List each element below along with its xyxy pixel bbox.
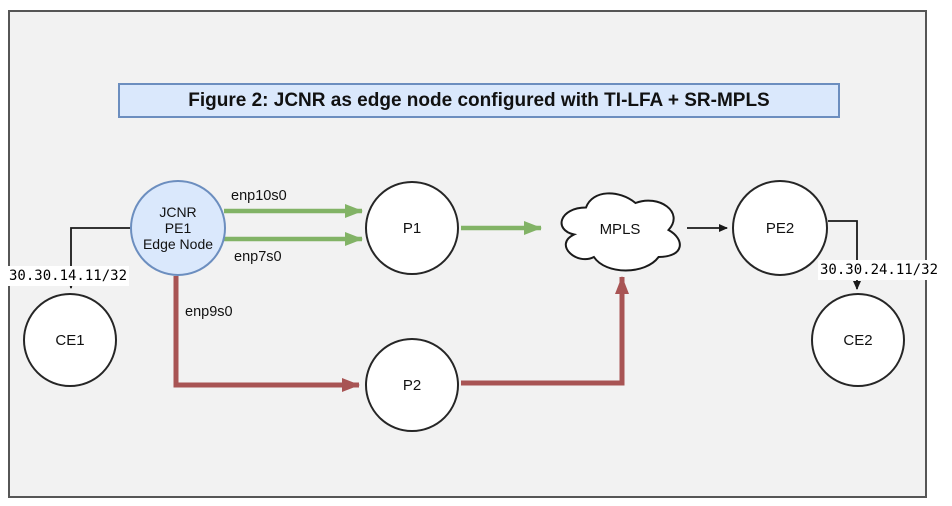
node-mpls-label: MPLS	[599, 221, 641, 238]
label-ce1-ip: 30.30.14.11/32	[7, 266, 130, 286]
label-enp7s0: enp7s0	[234, 249, 282, 265]
link-p2-mpls	[461, 276, 629, 386]
node-jcnr-line3: Edge Node	[142, 236, 214, 252]
mpls-cloud-shape	[560, 192, 681, 272]
label-enp10s0: enp10s0	[231, 188, 287, 204]
node-ce2: CE2	[811, 293, 905, 387]
node-jcnr-line1: JCNR	[159, 204, 197, 220]
node-ce1-label: CE1	[55, 331, 85, 349]
node-jcnr-line2: PE1	[164, 220, 192, 236]
node-jcnr-pe1: JCNR PE1 Edge Node	[130, 180, 226, 276]
node-ce1: CE1	[23, 293, 117, 387]
node-p2: P2	[365, 338, 459, 432]
link-jcnr-p2-enp9s0	[173, 276, 360, 392]
node-p2-label: P2	[402, 376, 422, 394]
label-ce2-ip: 30.30.24.11/32	[818, 260, 941, 280]
figure-title-text: Figure 2: JCNR as edge node configured w…	[188, 89, 770, 111]
node-pe2: PE2	[732, 180, 828, 276]
label-enp9s0: enp9s0	[185, 304, 233, 320]
node-pe2-label: PE2	[765, 219, 795, 237]
node-p1-label: P1	[402, 219, 422, 237]
figure-title: Figure 2: JCNR as edge node configured w…	[118, 83, 840, 118]
node-ce2-label: CE2	[843, 331, 873, 349]
node-p1: P1	[365, 181, 459, 275]
